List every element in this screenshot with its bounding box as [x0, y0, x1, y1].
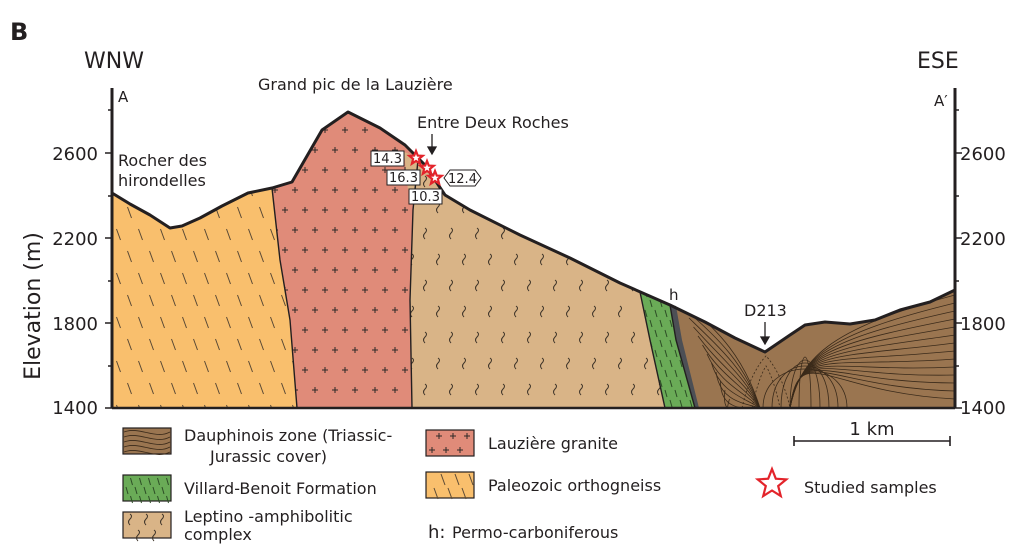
point-a-label: A [118, 88, 129, 106]
arrow-entre-deux [428, 134, 436, 154]
sample-hexagon-4: 12.4 [444, 170, 481, 187]
sample-label-2: 16.3 [389, 171, 418, 186]
y-axis-label: Elevation (m) [21, 232, 46, 380]
legend-paleozoic: Paleozoic orthogneiss [426, 472, 661, 499]
scale-bar: 1 km [794, 419, 950, 446]
point-a-prime-label: A′ [934, 92, 948, 110]
legend-studied-label: Studied samples [804, 478, 937, 497]
unit-paleozoic-orthogneiss [112, 188, 297, 408]
legend-h-prefix: h: [428, 522, 445, 543]
direction-left: WNW [84, 49, 144, 74]
legend-lauziere-label: Lauzière granite [488, 434, 618, 453]
sample-label-3: 10.3 [411, 190, 440, 205]
sample-label-1: 14.3 [373, 152, 402, 167]
label-entre-deux-roches: Entre Deux Roches [417, 113, 569, 132]
sample-box-3: 10.3 [409, 189, 442, 205]
sample-label-4: 12.4 [448, 172, 477, 187]
label-rocher-des: Rocher des [118, 151, 207, 170]
tick-left-1800: 1800 [52, 314, 98, 335]
legend-lauziere: Lauzière granite [426, 430, 618, 456]
tick-right-1400: 1400 [960, 398, 1006, 419]
sample-box-2: 16.3 [387, 170, 420, 186]
tick-left-1400: 1400 [52, 398, 98, 419]
label-h: h [669, 286, 679, 304]
legend-star-icon [758, 469, 787, 496]
legend-villard-label: Villard-Benoit Formation [184, 479, 377, 498]
legend-leptino: Leptino -amphibolitic complex [123, 507, 353, 544]
legend-paleozoic-label: Paleozoic orthogneiss [488, 476, 661, 495]
label-hirondelles: hirondelles [118, 171, 206, 190]
label-grand-pic: Grand pic de la Lauzière [258, 75, 453, 94]
legend-dauphinois: Dauphinois zone (Triassic- Jurassic cove… [123, 426, 392, 466]
tick-left-2600: 2600 [52, 144, 98, 165]
sample-box-1: 14.3 [371, 151, 404, 167]
tick-right-1800: 1800 [960, 314, 1006, 335]
legend-leptino-line2: complex [184, 525, 252, 544]
label-d213: D213 [744, 301, 787, 320]
tick-left-2200: 2200 [52, 229, 98, 250]
legend-studied: Studied samples [758, 469, 937, 497]
legend: Dauphinois zone (Triassic- Jurassic cove… [123, 419, 950, 544]
legend-dauphinois-line2: Jurassic cover) [209, 447, 327, 466]
geologic-units [112, 112, 955, 408]
legend-permo: h: Permo-carboniferous [428, 522, 618, 543]
scale-bar-label: 1 km [849, 419, 894, 440]
tick-right-2200: 2200 [960, 229, 1006, 250]
legend-villard: Villard-Benoit Formation [123, 475, 377, 503]
panel-label: B [10, 18, 28, 46]
legend-leptino-line1: Leptino -amphibolitic [184, 507, 353, 526]
legend-permo-label: Permo-carboniferous [452, 523, 618, 542]
legend-dauphinois-line1: Dauphinois zone (Triassic- [184, 426, 392, 445]
direction-right: ESE [917, 49, 959, 74]
arrow-d213 [761, 322, 769, 344]
tick-right-2600: 2600 [960, 144, 1006, 165]
